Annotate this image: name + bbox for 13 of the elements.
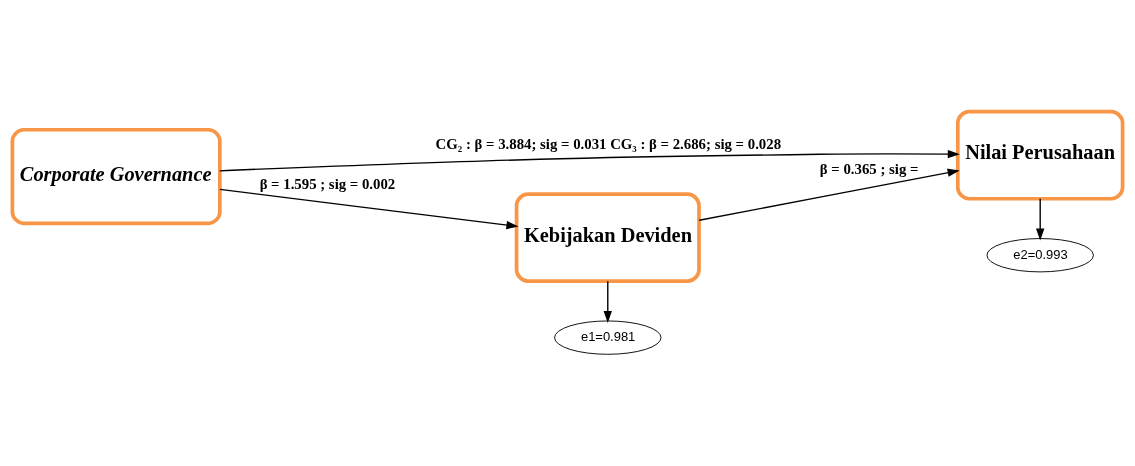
arrow bbox=[603, 280, 612, 323]
edge-label: β = 1.595 ; sig = 0.002 bbox=[259, 176, 396, 193]
node-box: Corporate Governance bbox=[10, 127, 222, 226]
arrow bbox=[219, 149, 960, 172]
arrow bbox=[1035, 198, 1045, 241]
node-box: Kebijakan Deviden bbox=[514, 192, 701, 283]
edge-label: CG₂ : β = 3.884; sig = 0.031 CG₃ : β = 2.686; sig = 0.028 bbox=[435, 136, 782, 153]
node-ellipse: e2=0.993 bbox=[986, 238, 1094, 273]
edge-label: β = 0.365 ; sig = bbox=[819, 161, 919, 178]
arrow bbox=[219, 188, 519, 230]
node-box: Nilai Perusahaan bbox=[955, 109, 1125, 201]
arrow bbox=[698, 168, 960, 221]
node-ellipse: e1=0.981 bbox=[554, 320, 662, 355]
